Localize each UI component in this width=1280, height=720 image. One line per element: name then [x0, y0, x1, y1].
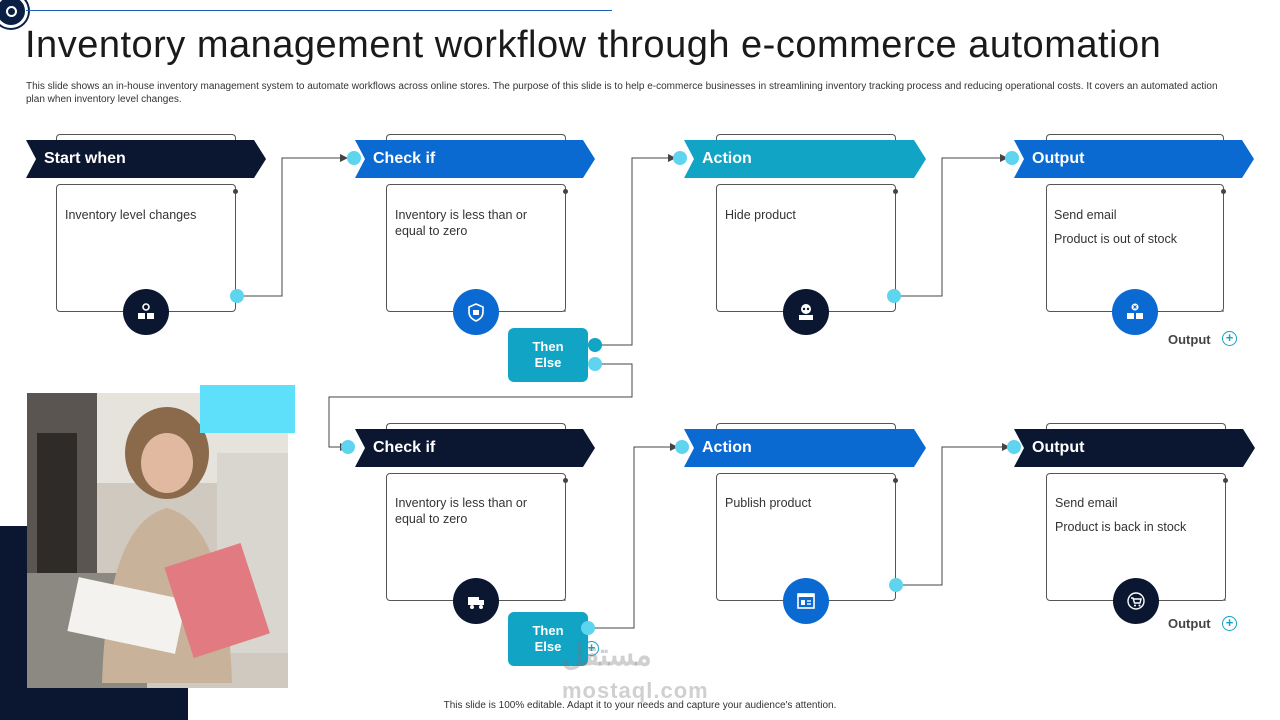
boxes-gear-icon — [123, 289, 169, 335]
output2-line1: Send email — [1055, 496, 1118, 510]
connector-end — [1223, 478, 1228, 483]
stock-truck-icon — [453, 578, 499, 624]
else-label: Else — [534, 355, 562, 370]
connector-end — [233, 189, 238, 194]
output2-line2: Product is back in stock — [1055, 520, 1187, 534]
shield-box-icon — [453, 289, 499, 335]
output-banner-2: Output — [1014, 429, 1255, 467]
connector-dot — [347, 151, 361, 165]
connector-dot — [675, 440, 689, 454]
then-else-block: Then Else — [508, 328, 588, 382]
out-of-stock-icon — [1112, 289, 1158, 335]
action2-box-tab — [716, 423, 896, 429]
connector-dot — [1005, 151, 1019, 165]
logo-badge-icon — [0, 0, 28, 28]
watermark-arabic: مستقل — [562, 639, 652, 672]
add-output-plus-icon[interactable]: + — [1222, 331, 1237, 346]
connector-dot — [889, 578, 903, 592]
connector-dot — [887, 289, 901, 303]
watermark-latin: mostaql.com — [562, 678, 709, 703]
connector-dot — [673, 151, 687, 165]
connector-end — [1221, 189, 1226, 194]
action-text: Hide product — [725, 208, 796, 222]
connector-end — [563, 478, 568, 483]
check2-box — [386, 473, 566, 601]
check-box-tab — [386, 134, 566, 140]
action2-text: Publish product — [725, 496, 812, 510]
output2-box-tab — [1046, 423, 1226, 429]
start-text: Inventory level changes — [65, 208, 197, 222]
page-description: This slide shows an in-house inventory m… — [26, 81, 1218, 105]
connector-dot — [1007, 440, 1021, 454]
publish-browser-icon — [783, 578, 829, 624]
then-label: Then — [532, 339, 564, 354]
photo-woman-taking-inventory — [27, 393, 288, 688]
check-text: Inventory is less than or equal to zero — [395, 208, 528, 238]
cart-restock-icon — [1113, 578, 1159, 624]
action-banner-2: Action — [684, 429, 926, 467]
else-label: Else — [534, 639, 562, 654]
footer-note: This slide is 100% editable. Adapt it to… — [443, 700, 837, 711]
check-if-banner-2: Check if — [355, 429, 595, 467]
output-link-label-2[interactable]: Output — [1168, 616, 1211, 631]
check-if-banner: Check if — [355, 140, 595, 178]
check-box — [386, 184, 566, 312]
then-else-block-2: Then Else — [508, 612, 588, 666]
output-line2: Product is out of stock — [1054, 232, 1177, 246]
add-else-plus-icon[interactable]: + — [584, 641, 599, 656]
start-when-banner: Start when — [26, 140, 266, 178]
output-link-label[interactable]: Output — [1168, 332, 1211, 347]
then-connector-dot — [588, 338, 602, 352]
then-connector-dot — [581, 621, 595, 635]
output-line1: Send email — [1054, 208, 1117, 222]
output-banner: Output — [1014, 140, 1254, 178]
hidden-product-icon — [783, 289, 829, 335]
action-banner: Action — [684, 140, 926, 178]
header-rule — [26, 10, 612, 11]
check2-text: Inventory is less than or equal to zero — [395, 496, 528, 526]
connector-dot — [230, 289, 244, 303]
action-box-tab — [716, 134, 896, 140]
else-connector-dot — [588, 357, 602, 371]
start-box-tab — [56, 134, 236, 140]
connector-end — [893, 189, 898, 194]
decorative-cyan-square — [200, 385, 295, 433]
then-label: Then — [532, 623, 564, 638]
check2-box-tab — [386, 423, 566, 429]
connector-end — [893, 478, 898, 483]
output-box-tab — [1046, 134, 1224, 140]
page-title: Inventory management workflow through e-… — [25, 24, 1162, 66]
connector-end — [563, 189, 568, 194]
add-output-plus-icon[interactable]: + — [1222, 616, 1237, 631]
connector-dot — [341, 440, 355, 454]
